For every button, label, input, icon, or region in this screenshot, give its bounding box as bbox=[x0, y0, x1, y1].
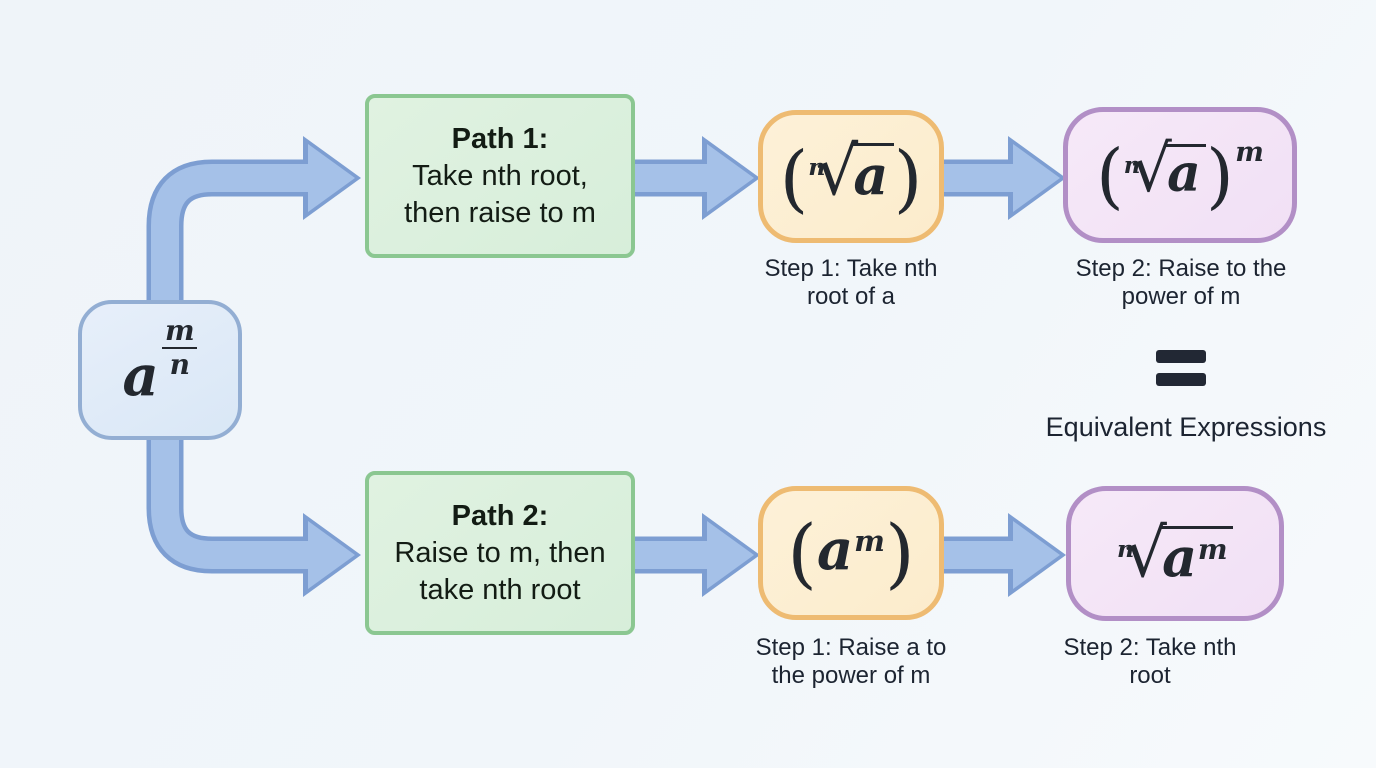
radical-icon: √ bbox=[815, 131, 859, 210]
fraction-denominator: n bbox=[169, 348, 190, 382]
elbow-bottom-connector-fill bbox=[151, 360, 311, 569]
radicand: a bbox=[851, 143, 894, 202]
math-base: a bbox=[817, 517, 854, 584]
equals-bar bbox=[1156, 350, 1206, 363]
equals-sign: = bbox=[1156, 350, 1206, 396]
caption-line: root of a bbox=[806, 282, 896, 310]
path2-result-box: n√am bbox=[1066, 486, 1284, 621]
path1-step1-box: (n√a) bbox=[758, 110, 944, 243]
caption-line: Step 1: Take nth bbox=[764, 255, 938, 282]
path2-step1-box: (am) bbox=[758, 486, 944, 620]
arrowhead-fill bbox=[707, 521, 754, 589]
path1-step2-caption: Step 2: Raise to the power of m bbox=[1040, 255, 1322, 310]
path2-step2-caption: Step 2: Take nth root bbox=[1030, 634, 1270, 689]
fraction-bar bbox=[162, 347, 198, 350]
outer-exponent: m bbox=[1235, 137, 1264, 169]
path1-box: Path 1: Take nth root, then raise to m bbox=[365, 94, 635, 258]
path1-title: Path 1: bbox=[451, 122, 549, 155]
paren-close: ) bbox=[884, 507, 915, 597]
radical-icon: √ bbox=[1124, 514, 1167, 593]
expression-nth-root-of-a-to-m: n√am bbox=[1116, 520, 1234, 587]
root-index: n bbox=[1116, 535, 1135, 564]
arrowhead-fill bbox=[707, 144, 754, 212]
path1-result-box: (n√a)m bbox=[1063, 107, 1297, 243]
arrowhead-fill bbox=[1013, 144, 1060, 212]
expression-nth-root-of-a-to-m: (n√a)m bbox=[1096, 137, 1264, 212]
paren-open: ( bbox=[1096, 134, 1124, 218]
radicand: a bbox=[1165, 144, 1207, 200]
caption-line: Step 1: Raise a to bbox=[755, 634, 947, 661]
path2-box: Path 2: Raise to m, then take nth root bbox=[365, 471, 635, 635]
path2-description-line: take nth root bbox=[419, 573, 581, 606]
connector-fills bbox=[151, 164, 1017, 569]
paren-close: ) bbox=[1206, 134, 1234, 218]
arrowhead-fill bbox=[308, 521, 355, 589]
path2-step1-caption: Step 1: Raise a to the power of m bbox=[733, 634, 969, 689]
arrowhead-fill bbox=[1013, 521, 1060, 589]
caption-line: Step 2: Raise to the bbox=[1075, 255, 1287, 282]
caption-line: Step 2: Take nth bbox=[1063, 634, 1237, 661]
path2-description-line: Raise to m, then bbox=[394, 536, 606, 569]
paren-open: ( bbox=[787, 507, 818, 597]
exponent: m bbox=[854, 523, 885, 558]
math-base: a bbox=[1162, 525, 1198, 590]
path1-description-line: then raise to m bbox=[404, 196, 596, 229]
root-index: n bbox=[1123, 153, 1141, 180]
caption-line: root bbox=[1129, 661, 1171, 689]
paren-open: ( bbox=[779, 136, 809, 222]
paren-close: ) bbox=[893, 136, 923, 222]
radical-icon: √ bbox=[1130, 132, 1172, 208]
equivalence-label: Equivalent Expressions bbox=[1045, 412, 1327, 442]
fraction-numerator: m bbox=[165, 314, 195, 348]
path1-description-line: Take nth root, bbox=[412, 159, 588, 192]
expression-nth-root-of-a: (n√a) bbox=[780, 137, 923, 216]
arrowhead-fill bbox=[308, 144, 355, 212]
caption-line: the power of m bbox=[771, 661, 931, 689]
caption-line: power of m bbox=[1121, 282, 1241, 310]
equals-bar bbox=[1156, 373, 1206, 386]
exponent: m bbox=[1197, 532, 1228, 566]
path1-step1-caption: Step 1: Take nth root of a bbox=[741, 255, 961, 310]
expression-a-to-m: (am) bbox=[787, 514, 914, 591]
root-index: n bbox=[808, 152, 826, 181]
math-base: a bbox=[122, 342, 159, 409]
path2-title: Path 2: bbox=[451, 499, 549, 532]
elbow-top-connector-fill bbox=[151, 164, 311, 470]
radicand: am bbox=[1159, 525, 1234, 584]
arrowhead-fills bbox=[308, 144, 1060, 589]
